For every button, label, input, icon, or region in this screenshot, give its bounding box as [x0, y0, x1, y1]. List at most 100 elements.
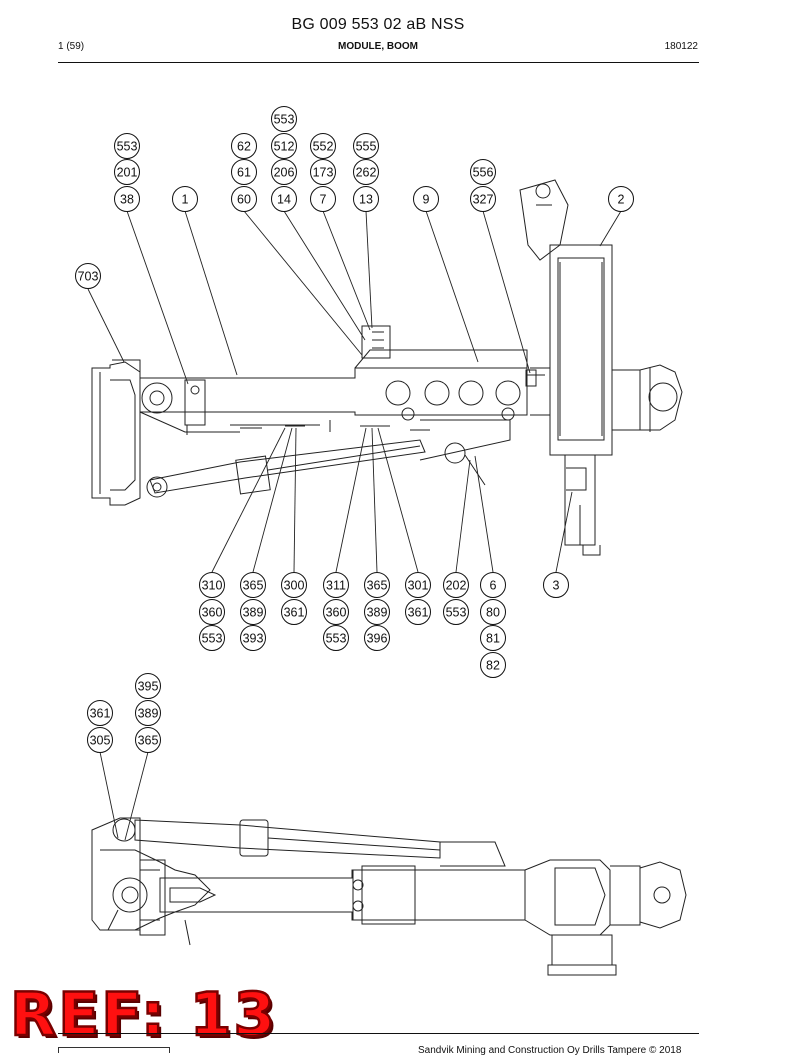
document-title: BG 009 553 02 aB NSS	[291, 16, 465, 33]
callout-bubble: 552	[310, 133, 336, 159]
callout-bubble: 301	[405, 572, 431, 598]
callout-circle	[114, 133, 140, 159]
callout-circle	[199, 572, 225, 598]
callout-circle	[240, 625, 266, 651]
callout-number: 7	[320, 193, 327, 207]
callout-number: 553	[446, 606, 467, 620]
callout-number: 361	[408, 606, 429, 620]
callout-circle	[135, 727, 161, 753]
callout-bubble: 81	[480, 625, 506, 651]
callout-circle	[87, 727, 113, 753]
callout-circle	[231, 159, 257, 185]
callout-circle	[364, 599, 390, 625]
callout-number: 556	[473, 166, 494, 180]
callout-bubble: 311	[323, 572, 349, 598]
callout-bubble: 553	[323, 625, 349, 651]
callout-number: 3	[553, 579, 560, 593]
callout-number: 327	[473, 193, 494, 207]
callout-number: 1	[182, 193, 189, 207]
callout-number: 553	[326, 632, 347, 646]
upper-view-boom	[91, 179, 683, 556]
callout-bubble: 310	[199, 572, 225, 598]
callout-bubble: 202	[443, 572, 469, 598]
callout-bubble: 556	[470, 159, 496, 185]
callout-number: 555	[356, 140, 377, 154]
callout-number: 38	[120, 193, 134, 207]
callout-circle	[364, 572, 390, 598]
callout-number: 393	[243, 632, 264, 646]
callout-circle	[231, 133, 257, 159]
callout-number: 60	[237, 193, 251, 207]
callout-circle	[443, 572, 469, 598]
callout-bubble: 38	[114, 186, 140, 212]
callout-bubble: 389	[364, 599, 390, 625]
callout-number: 311	[326, 579, 346, 593]
callout-number: 301	[408, 579, 429, 593]
callout-bubble: 555	[353, 133, 379, 159]
callout-circle	[271, 106, 297, 132]
callout-number: 80	[486, 606, 500, 620]
callout-bubble: 365	[364, 572, 390, 598]
callout-number: 173	[313, 166, 334, 180]
callout-number: 61	[237, 166, 251, 180]
callout-bubble: 13	[353, 186, 379, 212]
callout-circle	[480, 572, 506, 598]
callout-number: 6	[490, 579, 497, 593]
callout-bubble: 703	[75, 263, 101, 289]
callout-bubble: 365	[240, 572, 266, 598]
callout-circle	[310, 159, 336, 185]
callout-circle	[353, 133, 379, 159]
callout-circle	[231, 186, 257, 212]
footer-rule	[58, 1033, 699, 1034]
callout-bubble: 14	[271, 186, 297, 212]
callout-bubble: 365	[135, 727, 161, 753]
callout-number: 262	[356, 166, 377, 180]
callout-number: 553	[274, 113, 295, 127]
callout-circle	[405, 572, 431, 598]
callout-circle	[480, 599, 506, 625]
callout-circle	[310, 133, 336, 159]
callout-circle	[310, 186, 336, 212]
callout-bubble: 512	[271, 133, 297, 159]
document-date: 180122	[664, 41, 698, 52]
callout-circle	[199, 625, 225, 651]
callout-bubble: 553	[271, 106, 297, 132]
callout-circle	[323, 599, 349, 625]
callout-circle	[114, 159, 140, 185]
callout-circle	[413, 186, 439, 212]
callout-bubble: 396	[364, 625, 390, 651]
callout-bubble: 173	[310, 159, 336, 185]
callout-number: 305	[90, 734, 111, 748]
upper-leader-lines	[87, 210, 622, 573]
callout-bubble: 360	[323, 599, 349, 625]
callout-bubble: 61	[231, 159, 257, 185]
callout-bubble: 262	[353, 159, 379, 185]
callout-circle	[608, 186, 634, 212]
callout-number: 9	[423, 193, 430, 207]
callout-number: 310	[202, 579, 223, 593]
callout-number: 552	[313, 140, 334, 154]
callout-circle	[271, 186, 297, 212]
callout-number: 14	[277, 193, 291, 207]
callout-circle	[240, 599, 266, 625]
callout-number: 361	[90, 707, 111, 721]
callout-bubble: 360	[199, 599, 225, 625]
callout-circle	[443, 599, 469, 625]
callout-bubble: 553	[114, 133, 140, 159]
callout-bubble: 395	[135, 673, 161, 699]
callout-number: 81	[486, 632, 500, 646]
callout-number: 389	[138, 707, 159, 721]
callout-bubble: 62	[231, 133, 257, 159]
callout-circle	[87, 700, 113, 726]
callout-circle	[240, 572, 266, 598]
callout-bubble: 3	[543, 572, 569, 598]
callout-bubble: 6	[480, 572, 506, 598]
callout-number: 703	[78, 270, 99, 284]
callout-bubble: 9	[413, 186, 439, 212]
callout-number: 2	[618, 193, 625, 207]
callout-number: 300	[284, 579, 305, 593]
callout-circle	[199, 599, 225, 625]
callout-circle	[135, 700, 161, 726]
callout-number: 512	[274, 140, 295, 154]
